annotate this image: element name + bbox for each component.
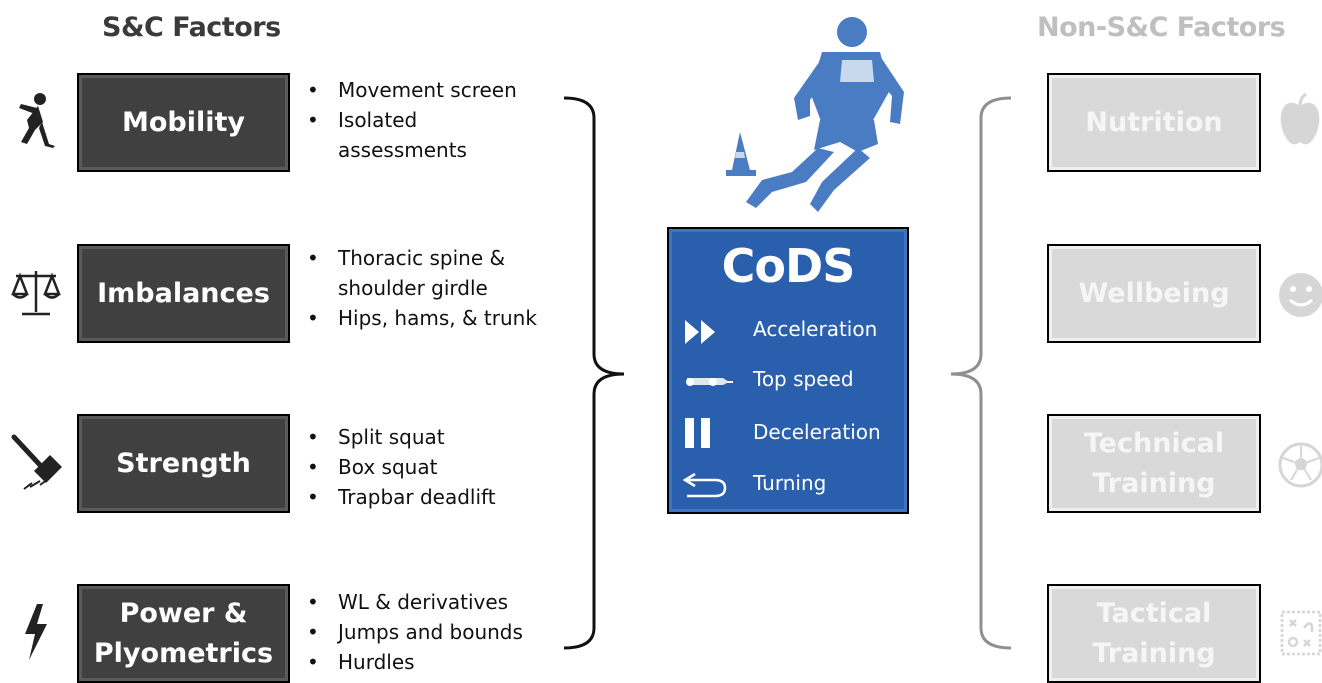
bullet-item: Hips, hams, & trunk	[305, 303, 537, 333]
imbalances-bullet-list: Thoracic spine & shoulder girdle Hips, h…	[305, 243, 537, 333]
technical-label: Technical	[1083, 427, 1225, 459]
mobility-label: Mobility	[121, 106, 246, 138]
bullet-item: Hurdles	[305, 647, 523, 677]
nutrition-box: Nutrition	[1047, 73, 1261, 172]
technical-training-box: Technical Training	[1047, 414, 1261, 513]
plyometrics-label: Plyometrics	[93, 637, 274, 669]
tactical-label: Tactical	[1096, 597, 1212, 629]
bullet-item: Box squat	[305, 452, 496, 482]
fast-forward-icon	[685, 320, 715, 344]
imbalances-box: Imbalances	[77, 244, 290, 343]
cods-item-top-speed: Top speed	[753, 367, 854, 391]
cods-title: CoDS	[721, 239, 856, 293]
left-curly-brace	[563, 96, 625, 650]
imbalances-label: Imbalances	[97, 277, 270, 309]
power-bullet-list: WL & derivatives Jumps and bounds Hurdle…	[305, 587, 523, 677]
stretching-person-icon	[19, 93, 55, 148]
power-plyometrics-box: Power & Plyometrics	[77, 584, 290, 683]
sc-factors-heading: S&C Factors	[102, 12, 281, 43]
technical-training-label: Training	[1092, 467, 1216, 499]
cods-item-turning: Turning	[753, 471, 827, 495]
bullet-item: Movement screen	[305, 75, 517, 105]
tactics-board-icon	[1280, 610, 1322, 656]
nutrition-label: Nutrition	[1085, 106, 1223, 138]
wellbeing-box: Wellbeing	[1047, 244, 1261, 343]
mobility-bullet-list: Movement screen Isolated assessments	[305, 75, 517, 165]
bullet-item: Split squat	[305, 422, 496, 452]
strength-box: Strength	[77, 414, 290, 513]
bullet-item-continuation: assessments	[338, 138, 467, 162]
tactical-training-box: Tactical Training	[1047, 584, 1261, 683]
wellbeing-label: Wellbeing	[1078, 277, 1230, 309]
smiley-face-icon	[1279, 273, 1322, 317]
bullet-item: Trapbar deadlift	[305, 482, 496, 512]
bullet-item: Isolated	[305, 105, 517, 135]
bullet-item: Thoracic spine &	[305, 243, 537, 273]
apple-icon	[1280, 92, 1320, 145]
soccer-ball-icon	[1278, 442, 1322, 488]
cods-item-deceleration: Deceleration	[753, 420, 881, 444]
lightning-bolt-icon	[25, 604, 47, 660]
right-curly-brace	[950, 96, 1012, 650]
strength-bullet-list: Split squat Box squat Trapbar deadlift	[305, 422, 496, 512]
sledgehammer-icon	[11, 434, 62, 490]
u-turn-arrow-icon	[683, 472, 727, 498]
tactical-training-label: Training	[1092, 637, 1216, 669]
bullet-item-continuation: shoulder girdle	[338, 276, 488, 300]
pause-icon	[685, 418, 710, 448]
bullet-item: WL & derivatives	[305, 587, 523, 617]
balance-scale-icon	[11, 271, 61, 316]
cods-box: CoDS Acceleration Top speed Deceleration…	[667, 227, 909, 514]
strength-label: Strength	[116, 447, 251, 479]
race-car-icon	[686, 378, 733, 386]
power-label: Power &	[119, 597, 248, 629]
bullet-item: Jumps and bounds	[305, 617, 523, 647]
cods-item-acceleration: Acceleration	[753, 317, 878, 341]
athlete-illustration	[726, 17, 904, 212]
mobility-box: Mobility	[77, 73, 290, 172]
non-sc-factors-heading: Non-S&C Factors	[1037, 12, 1286, 43]
